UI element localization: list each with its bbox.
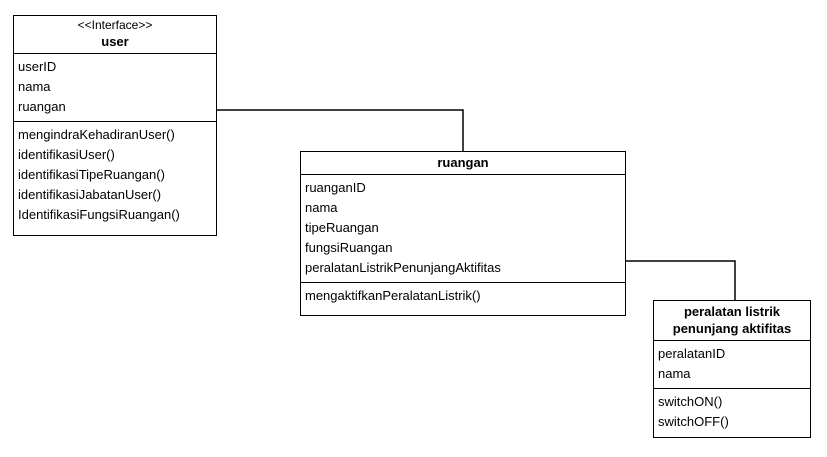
class-stereotype: <<Interface>>	[77, 18, 153, 32]
method-item: mengindraKehadiranUser()	[18, 127, 175, 142]
class-header-ruangan: ruangan	[301, 152, 625, 175]
association-user-ruangan	[217, 109, 464, 151]
association-ruangan-peralatan	[626, 260, 736, 300]
class-box-user[interactable]: <<Interface>> user userID nama ruangan m…	[13, 15, 217, 236]
method-item: IdentifikasiFungsiRuangan()	[18, 207, 180, 222]
attribute-item: ruanganID	[305, 180, 366, 195]
class-name: user	[101, 34, 129, 49]
class-attributes: peralatanID nama	[654, 341, 810, 388]
class-methods: switchON() switchOFF()	[654, 388, 810, 436]
class-box-peralatan[interactable]: peralatan listrik penunjang aktifitas pe…	[653, 300, 811, 438]
class-methods: mengaktifkanPeralatanListrik()	[301, 282, 625, 310]
method-item: switchOFF()	[658, 414, 729, 429]
method-item: identifikasiJabatanUser()	[18, 187, 162, 202]
attribute-item: userID	[18, 59, 57, 74]
class-header-user: <<Interface>> user	[14, 16, 216, 54]
attribute-item: peralatanListrikPenunjangAktifitas	[305, 260, 501, 275]
class-attributes: ruanganID nama tipeRuangan fungsiRuangan…	[301, 175, 625, 282]
method-item: identifikasiTipeRuangan()	[18, 167, 165, 182]
class-attributes: userID nama ruangan	[14, 54, 216, 121]
class-methods: mengindraKehadiranUser() identifikasiUse…	[14, 121, 216, 229]
class-header-peralatan: peralatan listrik penunjang aktifitas	[654, 301, 810, 341]
attribute-item: peralatanID	[658, 346, 726, 361]
attribute-item: tipeRuangan	[305, 220, 379, 235]
class-name-line-2: penunjang aktifitas	[672, 321, 792, 336]
attribute-item: ruangan	[18, 99, 66, 114]
method-item: switchON()	[658, 394, 723, 409]
class-box-ruangan[interactable]: ruangan ruanganID nama tipeRuangan fungs…	[300, 151, 626, 316]
method-item: identifikasiUser()	[18, 147, 115, 162]
attribute-item: nama	[18, 79, 51, 94]
attribute-item: fungsiRuangan	[305, 240, 393, 255]
attribute-item: nama	[658, 366, 691, 381]
class-name: ruangan	[437, 155, 489, 170]
attribute-item: nama	[305, 200, 338, 215]
method-item: mengaktifkanPeralatanListrik()	[305, 288, 481, 303]
class-name-line-1: peralatan listrik	[683, 304, 781, 319]
